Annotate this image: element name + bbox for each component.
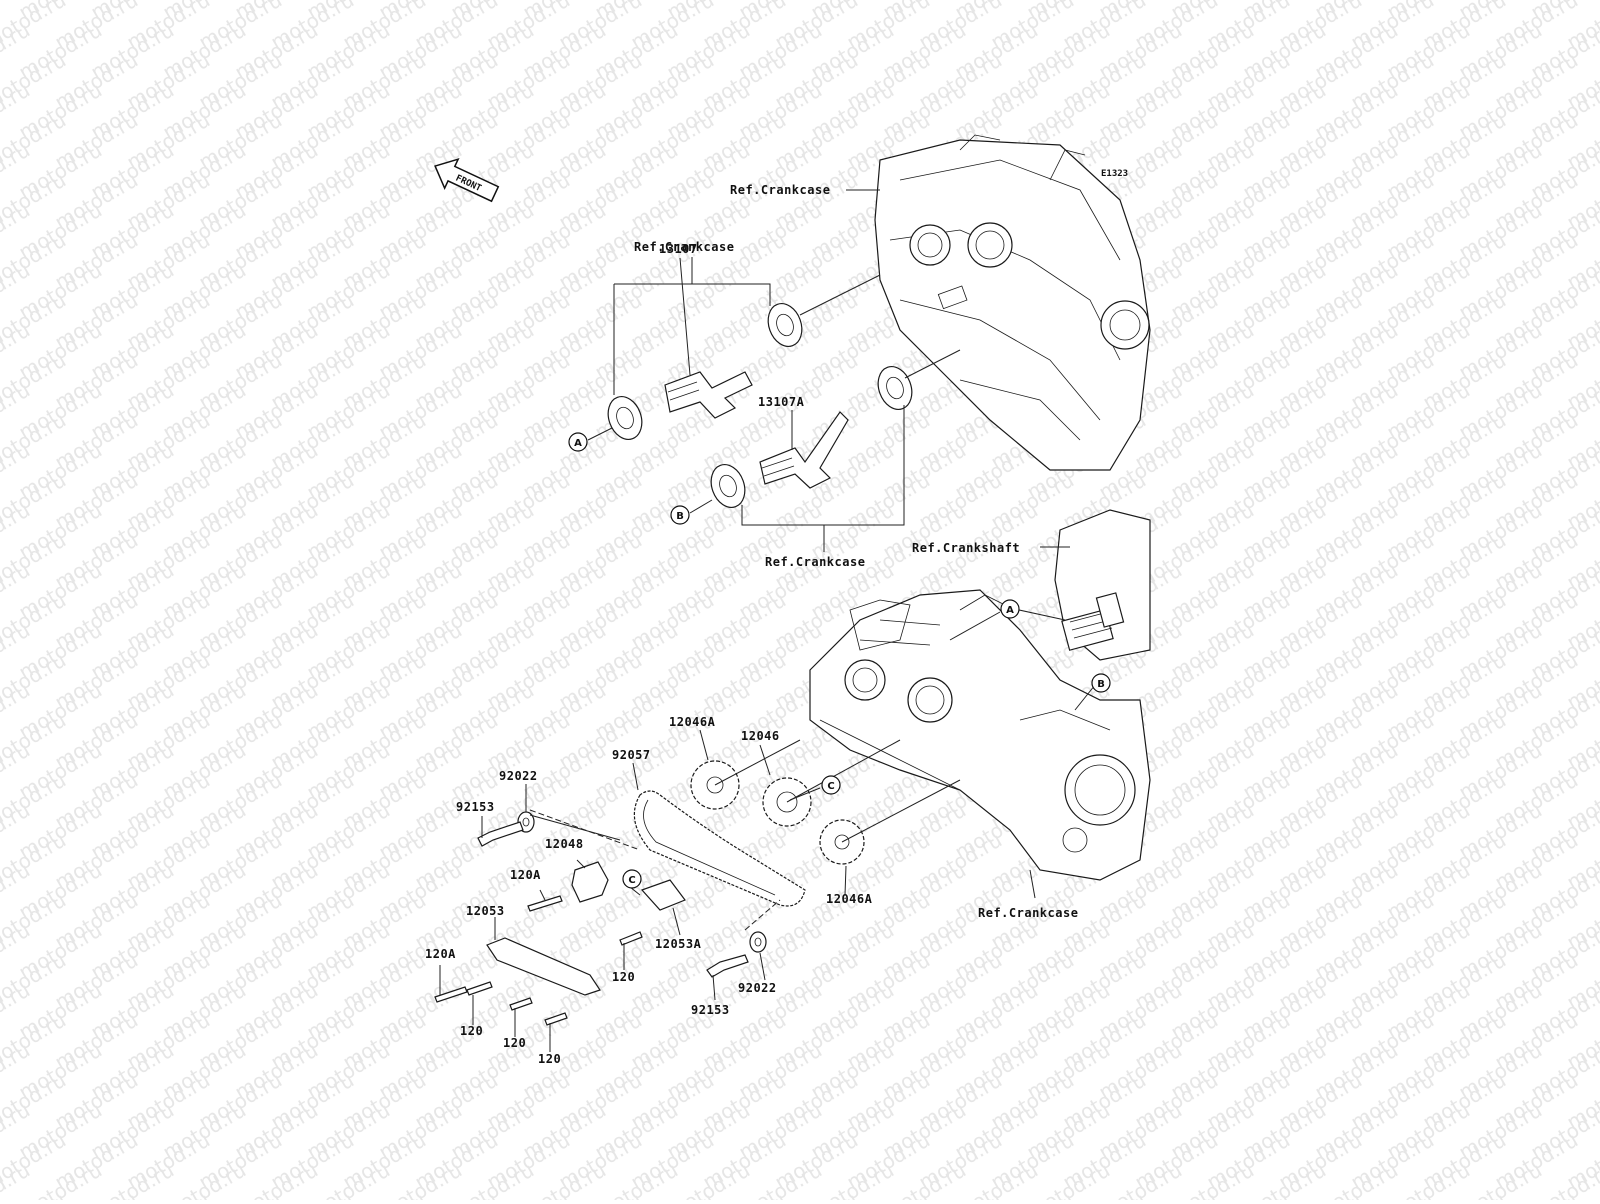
ref-crankshaft: Ref.Crankshaft xyxy=(912,541,1020,555)
callout-circle-a-upper: A xyxy=(569,433,587,451)
part-number-92022-bottom: 92022 xyxy=(738,981,777,995)
part-number-12046a-bottom: 12046A xyxy=(826,892,873,906)
washer-92022-lower xyxy=(750,932,766,952)
diagram-code: E1323 xyxy=(1101,169,1128,179)
part-number-13107a: 13107A xyxy=(758,395,805,409)
part-number-12053a: 12053A xyxy=(655,937,702,951)
part-number-120a-top: 120A xyxy=(510,868,541,882)
part-number-12053: 12053 xyxy=(466,904,505,918)
part-number-13107: 13107 xyxy=(659,242,698,256)
part-number-12046: 12046 xyxy=(741,729,780,743)
callout-circle-b-lower: B xyxy=(1092,674,1110,692)
part-number-92057: 92057 xyxy=(612,748,651,762)
callout-circle-c-left: C xyxy=(623,870,641,888)
part-number-120-d: 120 xyxy=(612,970,635,984)
callout-circle-c-right: C xyxy=(822,776,840,794)
ref-crankcase-top: Ref.Crankcase xyxy=(730,183,830,197)
ref-crankcase-mid: Ref.Crankcase xyxy=(765,555,865,569)
svg-text:B: B xyxy=(1097,679,1105,690)
ref-crankcase-bottom: Ref.Crankcase xyxy=(978,906,1078,920)
crankshaft-drawing xyxy=(1055,510,1150,660)
part-number-120-b: 120 xyxy=(503,1036,526,1050)
part-number-92153-bottom: 92153 xyxy=(691,1003,730,1017)
svg-text:C: C xyxy=(628,875,635,886)
svg-text:A: A xyxy=(1006,605,1014,616)
part-number-92022-top: 92022 xyxy=(499,769,538,783)
part-number-120-c: 120 xyxy=(538,1052,561,1066)
svg-text:C: C xyxy=(827,781,834,792)
callout-circle-a-lower: A xyxy=(1001,600,1019,618)
part-number-92153-top: 92153 xyxy=(456,800,495,814)
part-number-12046a-top: 12046A xyxy=(669,715,716,729)
part-number-120a-left: 120A xyxy=(425,947,456,961)
svg-text:A: A xyxy=(574,438,582,449)
callout-circle-b-upper: B xyxy=(671,506,689,524)
svg-text:B: B xyxy=(676,511,684,522)
part-number-12048: 12048 xyxy=(545,837,584,851)
part-number-120-a: 120 xyxy=(460,1024,483,1038)
